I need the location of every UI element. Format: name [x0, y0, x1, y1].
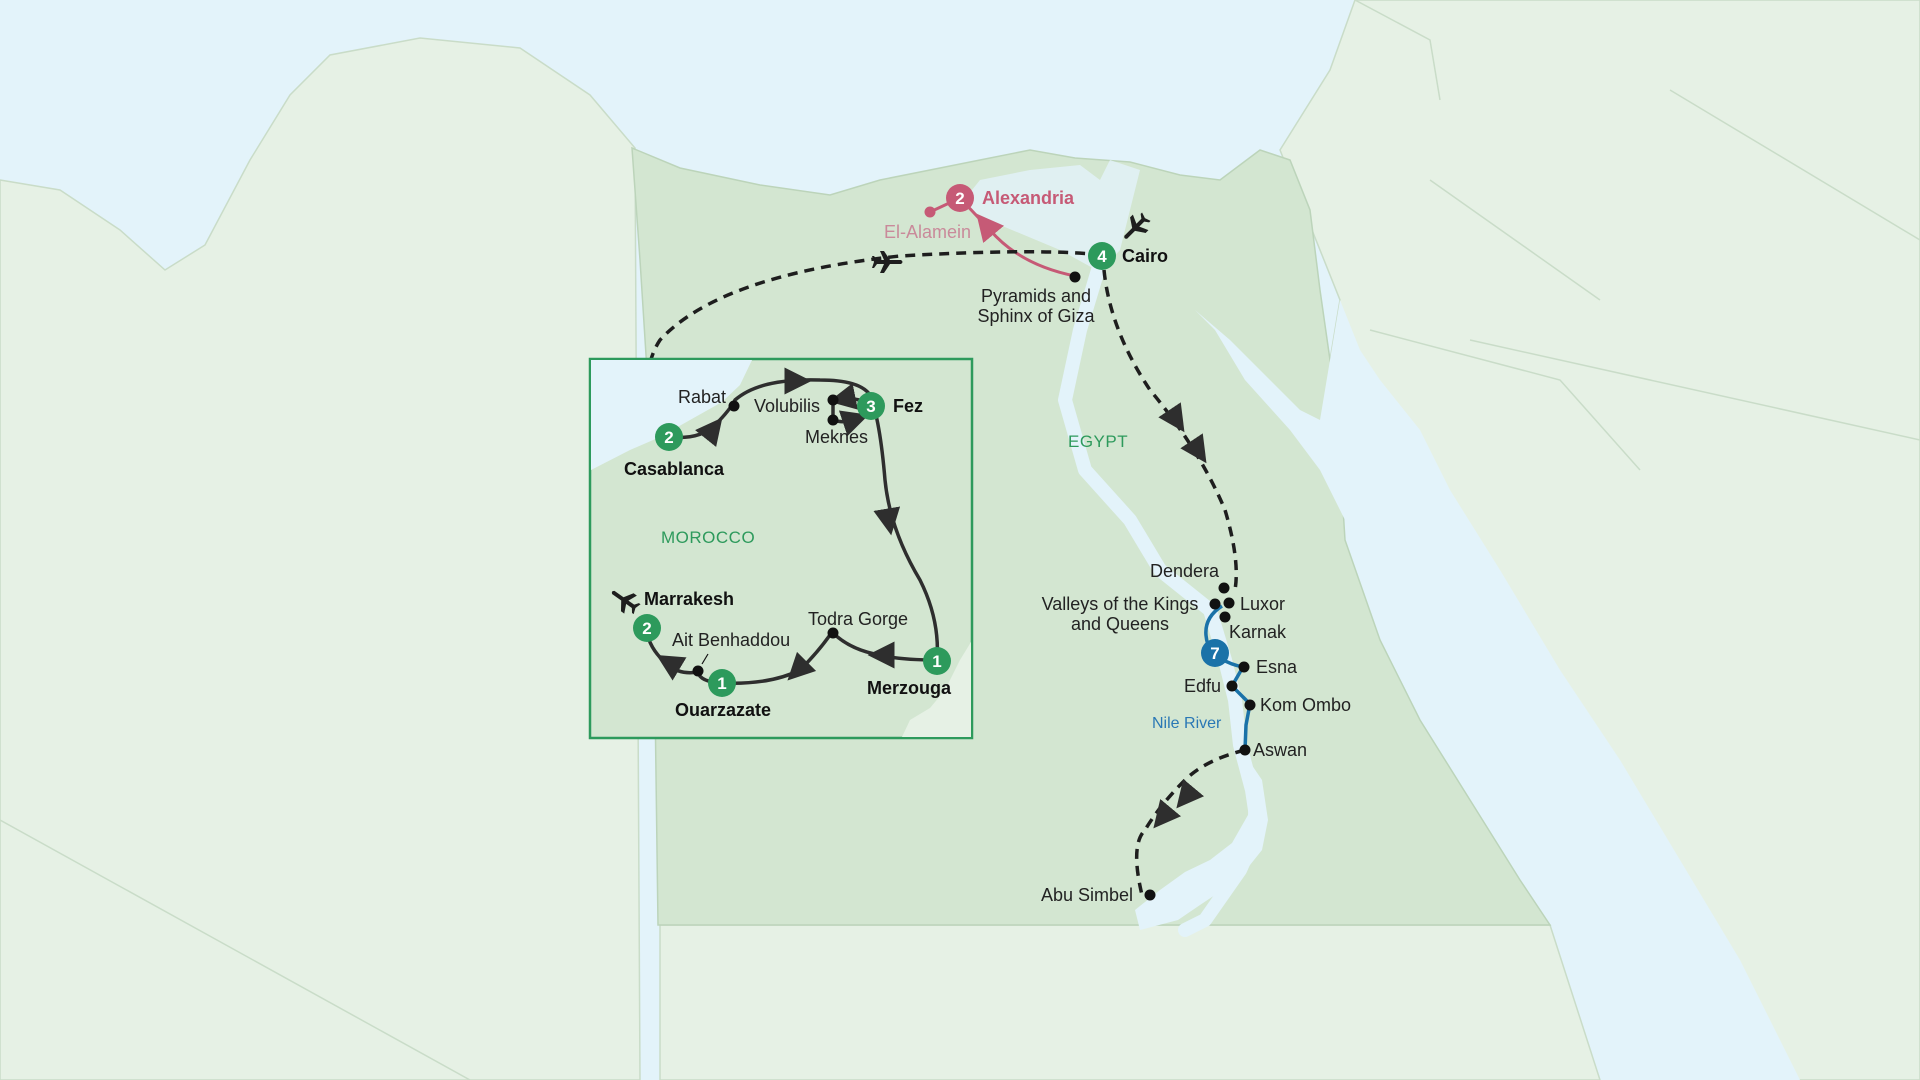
stop-label: Merzouga — [867, 678, 952, 698]
nights-badge: 7 — [1210, 644, 1219, 663]
nights-badge: 4 — [1097, 247, 1107, 266]
stop-el-alamein: El-Alamein — [884, 206, 971, 242]
stop-abu-simbel: Abu Simbel — [1041, 885, 1156, 905]
stop-esna: Esna — [1238, 657, 1298, 677]
stop-marrakesh: 2 Marrakesh — [633, 589, 734, 642]
stop-label: Luxor — [1240, 594, 1285, 614]
stop-luxor: Luxor — [1223, 594, 1285, 614]
stop-label: Marrakesh — [644, 589, 734, 609]
stop-edfu: Edfu — [1184, 676, 1238, 696]
stop-label: Aswan — [1253, 740, 1307, 760]
stop-label: Fez — [893, 396, 923, 416]
stop-label: Karnak — [1229, 622, 1287, 642]
stop-label: Dendera — [1150, 561, 1220, 581]
stop-label: Edfu — [1184, 676, 1221, 696]
nights-badge: 3 — [866, 397, 875, 416]
nights-badge: 2 — [664, 428, 673, 447]
river-label-nile: Nile River — [1152, 715, 1222, 732]
stop-ouarzazate: 1 Ouarzazate — [675, 669, 771, 720]
stop-label: Valleys of the Kings — [1042, 594, 1199, 614]
nights-badge: 2 — [642, 619, 651, 638]
stop-casablanca: 2 Casablanca — [624, 423, 725, 479]
route-arrow-4 — [1153, 798, 1182, 829]
route-arrow — [838, 410, 869, 437]
stop-nile-cruise: 7 — [1201, 639, 1229, 667]
stop-karnak: Karnak — [1219, 611, 1287, 642]
nights-badge: 1 — [717, 674, 726, 693]
stop-label: Alexandria — [982, 188, 1075, 208]
route-morocco — [645, 378, 940, 685]
morocco-border — [902, 642, 971, 737]
stop-todra-gorge: Todra Gorge — [808, 609, 908, 639]
route-arrow-2 — [1180, 433, 1207, 464]
stop-rabat: Rabat — [678, 387, 740, 412]
stop-cairo: 4 Cairo — [1088, 242, 1168, 270]
nights-badge: 2 — [955, 189, 964, 208]
stop-label: Rabat — [678, 387, 726, 407]
route-arrow — [656, 655, 687, 681]
stop-meknes: Meknes — [805, 414, 868, 447]
country-label-morocco: MOROCCO — [661, 528, 755, 547]
stop-label: Cairo — [1122, 246, 1168, 266]
stop-label: Sphinx of Giza — [977, 306, 1095, 326]
stop-label: El-Alamein — [884, 222, 971, 242]
route-arrow-3 — [1176, 778, 1205, 809]
route-arrow — [787, 651, 817, 681]
route-arrow-1 — [1158, 402, 1185, 433]
stop-kom-ombo: Kom Ombo — [1244, 695, 1351, 715]
stop-label: Volubilis — [754, 396, 820, 416]
route-arrow — [695, 417, 723, 447]
route-aswan-abusimbel — [1134, 748, 1246, 896]
stop-label: Abu Simbel — [1041, 885, 1133, 905]
stop-label: Esna — [1256, 657, 1298, 677]
stop-label: Meknes — [805, 427, 868, 447]
stop-fez: 3 Fez — [857, 392, 923, 420]
flight-cairo-casablanca — [645, 249, 1103, 439]
country-label-egypt: EGYPT — [1068, 432, 1128, 451]
stop-label: Ait Benhaddou — [672, 630, 790, 650]
stop-merzouga: 1 Merzouga — [867, 647, 952, 698]
lake-nasser — [1135, 755, 1268, 930]
stop-label: Ouarzazate — [675, 700, 771, 720]
stop-label: Todra Gorge — [808, 609, 908, 629]
stop-label: Casablanca — [624, 459, 725, 479]
stop-ait-benhaddou: Ait Benhaddou — [672, 630, 790, 677]
nights-badge: 1 — [932, 652, 941, 671]
route-alexandria-arrow — [976, 213, 1005, 244]
stop-alexandria: 2 Alexandria — [946, 184, 1075, 212]
stop-valleys: Valleys of the Kings and Queens — [1042, 594, 1221, 634]
stop-dendera: Dendera — [1150, 561, 1230, 594]
route-arrow — [828, 383, 858, 410]
red-sea — [1195, 300, 1800, 1080]
land-sudan — [659, 924, 1601, 1080]
stop-label: and Queens — [1071, 614, 1169, 634]
stop-volubilis: Volubilis — [754, 394, 839, 416]
land-libya-west — [0, 37, 641, 1080]
stop-aswan: Aswan — [1239, 740, 1307, 760]
stop-label: Pyramids and — [981, 286, 1091, 306]
morocco-inset: MOROCCO 2 Casablanca Rabat Volubilis — [588, 357, 974, 740]
morocco-sea — [591, 360, 752, 470]
stop-label: Kom Ombo — [1260, 695, 1351, 715]
stop-giza: Pyramids and Sphinx of Giza — [977, 271, 1096, 326]
route-arrow — [873, 506, 901, 536]
